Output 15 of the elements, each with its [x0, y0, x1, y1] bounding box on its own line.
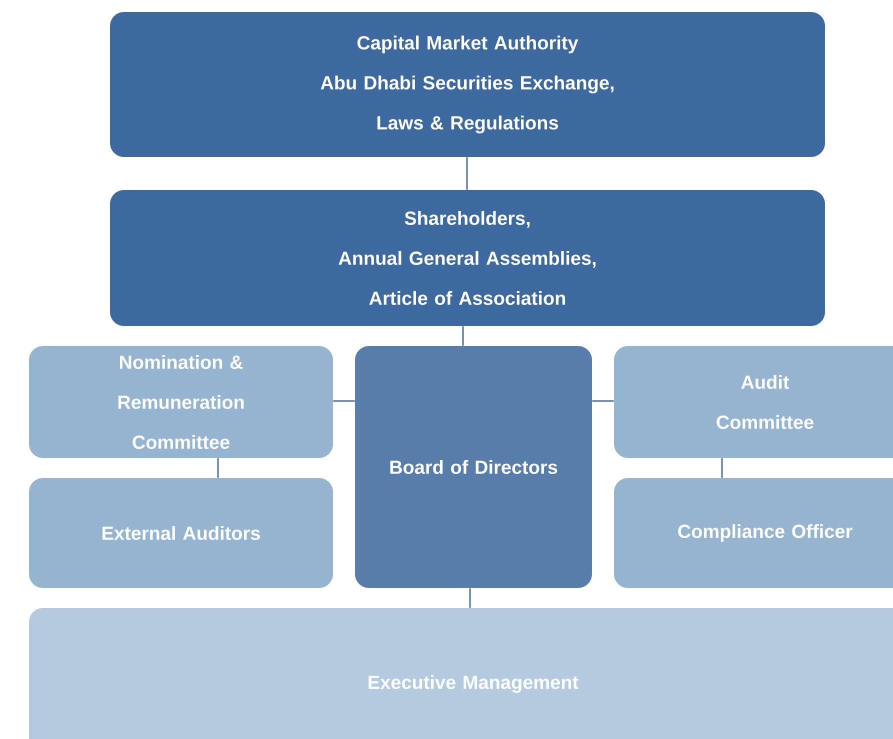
committee-box: Audit Committee: [614, 346, 893, 458]
board-box: Board of Directors: [355, 346, 592, 588]
connector-line: [721, 458, 723, 478]
shareholders-box: Shareholders, Annual General Assemblies, Article of Association: [110, 190, 826, 326]
auditors-box: External Auditors: [29, 478, 333, 588]
committee-box: Nomination & Remuneration Committee: [29, 346, 333, 458]
connector-line: [217, 458, 219, 478]
connector-line: [466, 157, 468, 190]
connector-line: [592, 400, 614, 402]
connector-line: [469, 588, 471, 608]
officer-box: Compliance Officer: [614, 478, 893, 588]
management-box: Executive Management: [29, 608, 893, 739]
connector-line: [462, 326, 464, 346]
connector-line: [333, 400, 355, 402]
authority-box: Capital Market Authority Abu Dhabi Securities Exchange, Laws & Regulations: [110, 12, 826, 157]
